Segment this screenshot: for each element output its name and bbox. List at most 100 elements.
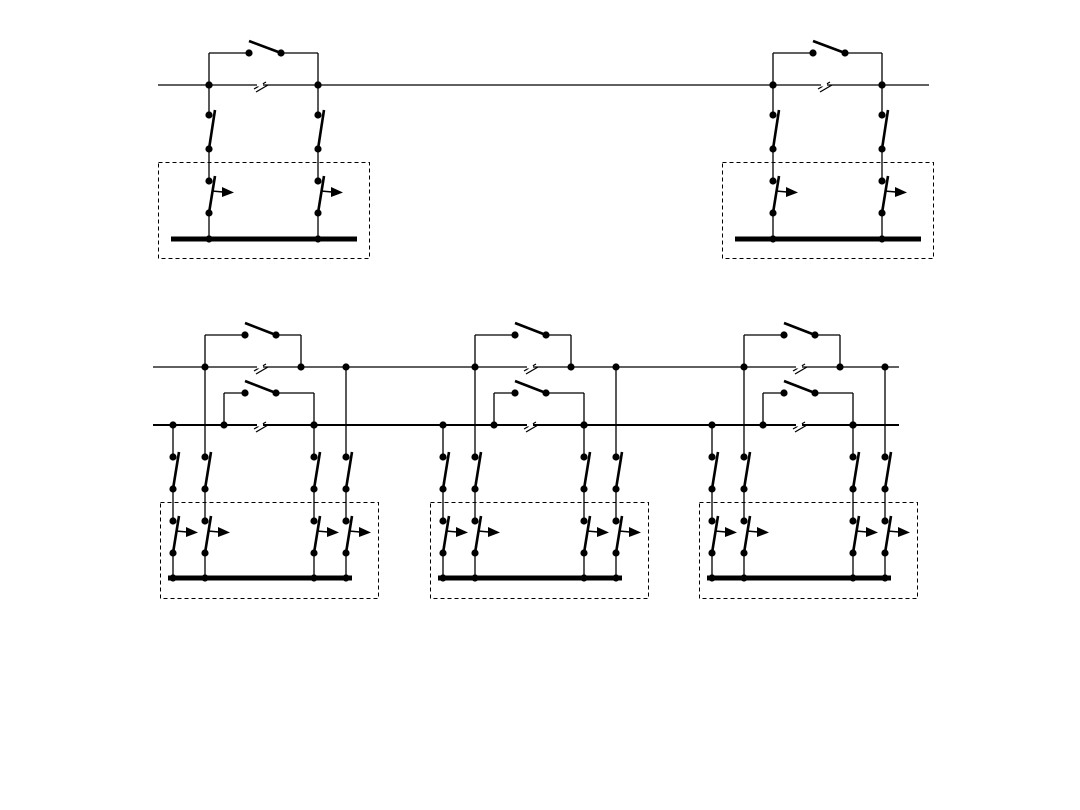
feeder-bay (205, 81, 234, 243)
disconnector-blade (312, 451, 322, 490)
bypass-switch (759, 379, 857, 429)
feeder-bay (740, 363, 769, 582)
trip-arrow-shaft (320, 190, 333, 193)
gap (742, 460, 746, 486)
feeder-bay (169, 421, 198, 582)
junction-dot (580, 574, 588, 582)
junction-dot (580, 485, 588, 493)
junction-dot (439, 517, 447, 525)
junction-dot (471, 453, 479, 461)
junction-dot (612, 574, 620, 582)
junction-dot (471, 517, 479, 525)
break-gap (257, 365, 263, 369)
trip-arrow-icon (629, 527, 641, 537)
line-break-mark (253, 81, 269, 93)
line-break-mark (792, 421, 808, 433)
trip-arrow-icon (488, 527, 500, 537)
junction-dot (811, 331, 819, 339)
junction-dot (314, 209, 322, 217)
junction-dot (314, 111, 322, 119)
breaker-blade (203, 515, 213, 554)
substation-unit-bottom (430, 321, 649, 599)
trip-arrow-shaft (348, 530, 361, 533)
line-break-mark (253, 421, 269, 433)
junction-dot (277, 49, 285, 57)
feeder-bay (881, 363, 910, 582)
junction-dot (542, 331, 550, 339)
junction-dot (272, 331, 280, 339)
gap (710, 524, 714, 550)
junction-dot (809, 49, 817, 57)
junction-dot (314, 81, 322, 89)
junction-dot (471, 363, 479, 371)
junction-dot (201, 485, 209, 493)
junction-dot (297, 363, 305, 371)
line-break-mark (253, 363, 269, 375)
gap (344, 524, 348, 550)
junction-dot (780, 389, 788, 397)
junction-dot (849, 485, 857, 493)
junction-dot (740, 485, 748, 493)
line-break-mark (523, 363, 539, 375)
feeder-bay (201, 363, 230, 582)
feeder-bay (708, 421, 737, 582)
junction-dot (201, 549, 209, 557)
junction-dot (241, 389, 249, 397)
junction-dot (849, 549, 857, 557)
junction-dot (612, 363, 620, 371)
switch-blade (514, 379, 547, 395)
gap (582, 460, 586, 486)
junction-dot (310, 549, 318, 557)
substation-unit-bottom (160, 321, 379, 599)
junction-dot (849, 453, 857, 461)
bypass-switch (490, 379, 588, 429)
junction-dot (580, 453, 588, 461)
breaker-blade (441, 515, 451, 554)
gap (316, 184, 320, 210)
break-gap (527, 423, 533, 427)
junction-dot (169, 485, 177, 493)
feeder-bay (439, 421, 468, 582)
junction-dot (511, 389, 519, 397)
junction-dot (708, 485, 716, 493)
junction-dot (580, 517, 588, 525)
trip-arrow-icon (218, 527, 230, 537)
junction-dot (708, 574, 716, 582)
breaker-blade (771, 175, 781, 214)
junction-dot (205, 177, 213, 185)
junction-dot (342, 453, 350, 461)
junction-dot (201, 363, 209, 371)
junction-dot (205, 111, 213, 119)
junction-dot (612, 453, 620, 461)
disconnector-blade (851, 451, 861, 490)
breaker-blade (851, 515, 861, 554)
junction-dot (310, 421, 318, 429)
disconnector-blade (473, 451, 483, 490)
breaker-blade (473, 515, 483, 554)
junction-dot (471, 549, 479, 557)
junction-dot (769, 235, 777, 243)
junction-dot (245, 49, 253, 57)
junction-dot (740, 453, 748, 461)
junction-dot (310, 453, 318, 461)
junction-dot (759, 421, 767, 429)
junction-dot (612, 549, 620, 557)
junction-dot (811, 389, 819, 397)
switch-blade (783, 379, 816, 395)
gap (344, 460, 348, 486)
breaker-blade (316, 175, 326, 214)
breaker-blade (742, 515, 752, 554)
trip-arrow-shaft (316, 530, 329, 533)
gap (207, 118, 211, 146)
trip-arrow-icon (327, 527, 339, 537)
junction-dot (849, 517, 857, 525)
junction-dot (881, 363, 889, 371)
break-slash (794, 424, 808, 433)
breaker-blade (880, 175, 890, 214)
break-gap (796, 365, 802, 369)
trip-arrow-shaft (207, 530, 220, 533)
trip-arrow-icon (757, 527, 769, 537)
junction-dot (612, 485, 620, 493)
junction-dot (205, 209, 213, 217)
junction-dot (511, 331, 519, 339)
